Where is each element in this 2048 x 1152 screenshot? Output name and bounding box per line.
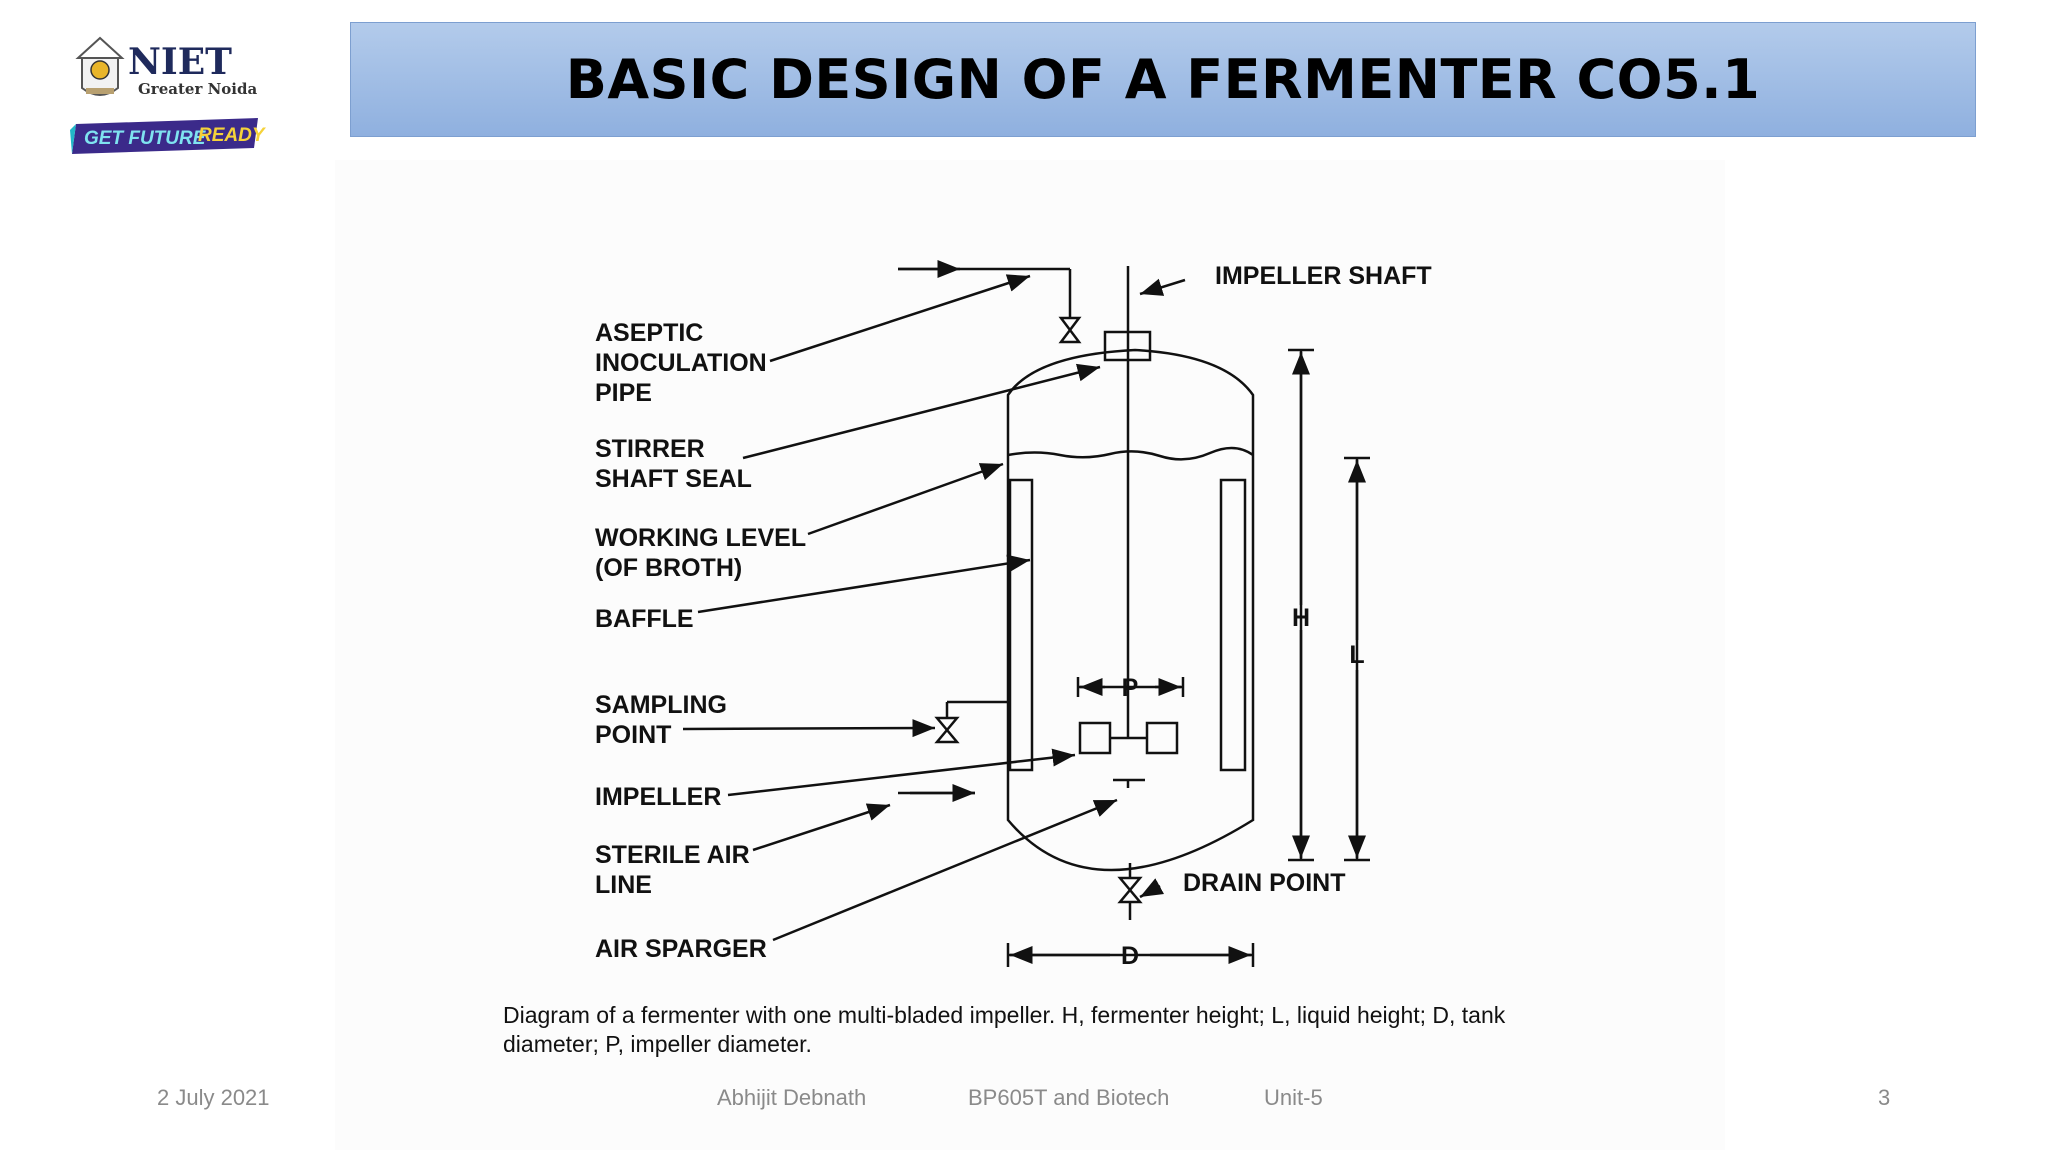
crest-icon [75, 36, 125, 96]
valve-drain-icon [1117, 876, 1143, 904]
valve-inoculation-icon [1058, 316, 1082, 344]
label-impeller: IMPELLER [595, 783, 721, 811]
working-level-line [1007, 446, 1254, 461]
footer-unit: Unit-5 [1264, 1085, 1323, 1110]
label-drain-point: DRAIN POINT [1183, 869, 1346, 897]
diagram-panel: IMPELLER SHAFT ASEPTIC INOCULATION PIPE … [335, 160, 1725, 1150]
shaft-seal [1103, 330, 1152, 362]
footer-page-number: 3 [1878, 1085, 1891, 1110]
caption-line-2: diameter; P, impeller diameter. [503, 1031, 812, 1057]
impeller-blade-left [1078, 721, 1112, 755]
logo-subtitle: Greater Noida [138, 80, 257, 98]
label-sterile-1: STERILE AIR [595, 841, 750, 869]
label-working-2: (OF BROTH) [595, 554, 742, 582]
dim-label-h: H [1292, 604, 1310, 632]
label-sampling-2: POINT [595, 721, 671, 749]
slide-title: BASIC DESIGN OF A FERMENTER CO5.1 [565, 48, 1761, 111]
label-stirrer-1: STIRRER [595, 435, 705, 463]
dim-label-l: L [1349, 641, 1364, 669]
tagline-part2: READY [198, 125, 267, 146]
dim-label-p: P [1122, 674, 1139, 702]
label-working-1: WORKING LEVEL [595, 524, 806, 552]
future-ready-badge: GET FUTURE READY [70, 118, 267, 154]
label-stirrer-2: SHAFT SEAL [595, 465, 752, 493]
footer-author: Abhijit Debnath [717, 1085, 867, 1110]
impeller-blade-right [1145, 721, 1179, 755]
footer-date: 2 July 2021 [157, 1085, 270, 1110]
fermenter-diagram: IMPELLER SHAFT ASEPTIC INOCULATION PIPE … [503, 260, 1506, 1057]
baffle-left [1008, 478, 1034, 772]
label-baffle: BAFFLE [595, 605, 694, 633]
label-impeller-shaft: IMPELLER SHAFT [1215, 262, 1432, 290]
tagline-part1: GET FUTURE [84, 128, 207, 149]
logo-name: NIET [128, 41, 232, 83]
caption-line-1: Diagram of a fermenter with one multi-bl… [503, 1002, 1506, 1028]
label-aseptic-2: INOCULATION [595, 349, 767, 377]
label-aseptic-1: ASEPTIC [595, 319, 703, 347]
label-air-sparger: AIR SPARGER [595, 935, 767, 963]
niet-logo: NIET Greater Noida GET FUTURE READY [68, 30, 273, 170]
valve-sampling-icon [934, 716, 960, 744]
label-sterile-2: LINE [595, 871, 652, 899]
label-aseptic-3: PIPE [595, 379, 652, 407]
baffle-right [1219, 478, 1247, 772]
title-bar: BASIC DESIGN OF A FERMENTER CO5.1 [350, 22, 1976, 137]
vessel-body [1006, 348, 1255, 872]
label-sampling-1: SAMPLING [595, 691, 727, 719]
footer-course: BP605T and Biotech [968, 1085, 1170, 1110]
dim-label-d: D [1121, 942, 1139, 970]
